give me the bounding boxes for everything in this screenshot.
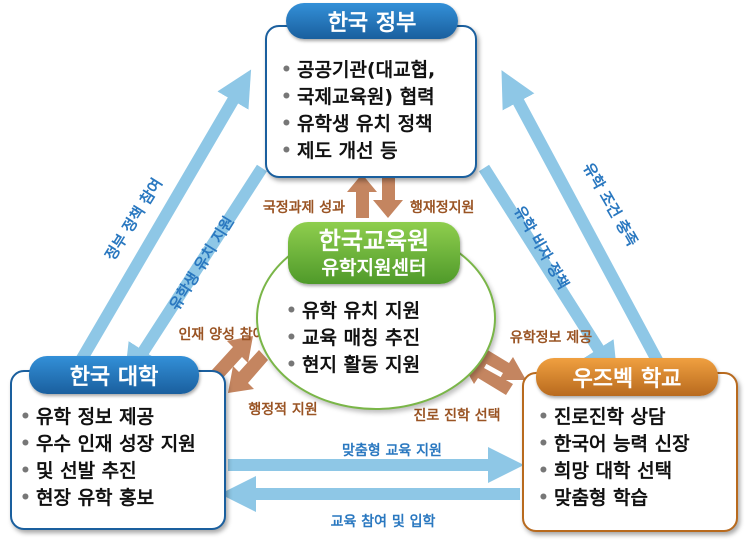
university-item: 및 선발 추진 — [20, 458, 196, 485]
center-title: 한국교육원 유학지원센터 — [288, 222, 460, 284]
label-study-info-provision: 유학정보 제공 — [510, 329, 592, 346]
center-title-line2: 유학지원센터 — [321, 257, 427, 279]
university-item: 우수 인재 성장 지원 — [20, 431, 196, 458]
university-box: 유학 정보 제공 우수 인재 성장 지원 및 선발 추진 현장 유학 홍보 — [10, 370, 226, 530]
uzbek-school-item: 진로진학 상담 — [538, 404, 690, 431]
university-title: 한국 대학 — [29, 356, 199, 394]
label-admin-financial-support: 행재정지원 — [410, 199, 474, 216]
uzbek-school-item: 희망 대학 선택 — [538, 458, 690, 485]
university-item: 현장 유학 홍보 — [20, 485, 196, 512]
uzbek-school-box: 진로진학 상담 한국어 능력 신장 희망 대학 선택 맞춤형 학습 — [522, 372, 738, 532]
label-study-visa-policy: 유학 비자 정책 — [510, 203, 572, 293]
arrow-gov-to-univ — [124, 164, 268, 382]
center-item: 교육 매칭 추진 — [286, 325, 420, 352]
uzbek-school-item: 한국어 능력 신장 — [538, 431, 690, 458]
government-box: 공공기관(대교협, 국제교육원) 협력 유학생 유치 정책 제도 개선 등 — [265, 25, 477, 178]
label-administrative-support: 행정적 지원 — [248, 401, 317, 418]
arrow-school-to-gov — [501, 70, 664, 365]
center-item: 현지 활동 지원 — [286, 352, 420, 379]
uzbek-school-item-list: 진로진학 상담 한국어 능력 신장 희망 대학 선택 맞춤형 학습 — [538, 404, 690, 512]
arrow-gov-to-school — [478, 164, 618, 380]
label-talent-development: 인재 양성 참여 — [178, 326, 265, 343]
center-item: 유학 유치 지원 — [286, 298, 420, 325]
government-title: 한국 정부 — [286, 3, 458, 39]
center-title-line1: 한국교육원 — [318, 227, 430, 255]
label-gov-policy-participation: 정부 정책 참여 — [101, 175, 166, 264]
blue-arrows — [74, 69, 664, 512]
center-item-list: 유학 유치 지원 교육 매칭 추진 현지 활동 지원 — [286, 298, 420, 379]
arrow-center-to-school — [474, 346, 526, 380]
government-item-list: 공공기관(대교협, 국제교육원) 협력 유학생 유치 정책 제도 개선 등 — [281, 57, 435, 165]
label-career-path-choice: 진로 진학 선택 — [413, 407, 500, 424]
government-item: 국제교육원) 협력 — [281, 84, 435, 111]
arrow-univ-to-gov — [74, 69, 252, 366]
uzbek-school-title: 우즈벡 학교 — [536, 358, 718, 396]
arrow-gov-to-center — [373, 174, 403, 218]
arrow-center-to-univ — [228, 350, 268, 393]
label-national-task-results: 국정과제 성과 — [263, 199, 345, 216]
label-education-participation-admission: 교육 참여 및 입학 — [331, 513, 436, 530]
university-item: 유학 정보 제공 — [20, 404, 196, 431]
arrow-center-to-gov — [347, 174, 377, 218]
government-item: 유학생 유치 정책 — [281, 111, 435, 138]
arrow-univ-to-center — [212, 336, 253, 380]
university-item-list: 유학 정보 제공 우수 인재 성장 지원 및 선발 추진 현장 유학 홍보 — [20, 404, 196, 512]
label-customized-education-support: 맞춤형 교육 지원 — [342, 442, 442, 459]
government-item: 공공기관(대교협, — [281, 57, 435, 84]
government-item: 제도 개선 등 — [281, 138, 435, 165]
uzbek-school-item: 맞춤형 학습 — [538, 485, 690, 512]
label-student-attraction-support: 유학생 유치 지원 — [166, 213, 238, 313]
